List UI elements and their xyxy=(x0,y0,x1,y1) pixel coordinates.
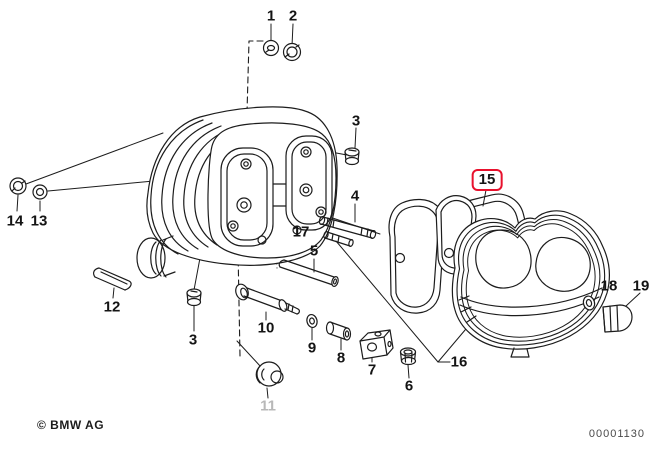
part-sleeve-12 xyxy=(93,267,132,291)
part-sleeve-8 xyxy=(325,321,352,341)
part-label-16[interactable]: 16 xyxy=(450,353,468,371)
part-label-13[interactable]: 13 xyxy=(30,212,48,230)
part-washer-9 xyxy=(306,313,318,329)
sheet-number: 00001130 xyxy=(588,428,645,440)
part-label-7[interactable]: 7 xyxy=(367,361,377,379)
part-cylinder-head xyxy=(136,106,338,279)
part-label-15[interactable]: 15 xyxy=(471,169,503,191)
part-label-1[interactable]: 1 xyxy=(266,7,276,25)
part-cap-nut-11 xyxy=(255,361,284,387)
part-nut-14 xyxy=(9,177,27,195)
part-cylinder-head-cover xyxy=(451,210,610,358)
part-tube-5 xyxy=(278,259,339,287)
part-label-5[interactable]: 5 xyxy=(309,242,319,260)
copyright-text: © BMW AG xyxy=(37,418,105,432)
part-block-nut-7 xyxy=(359,329,394,360)
part-washer-1 xyxy=(262,39,280,57)
part-stud-17 xyxy=(323,230,354,248)
part-label-2[interactable]: 2 xyxy=(288,7,298,25)
part-nut-3-lower xyxy=(186,288,202,307)
part-stud-4 xyxy=(318,215,377,240)
part-cap-nut-19 xyxy=(602,304,633,333)
part-cover-gasket xyxy=(388,195,477,314)
part-washer-13 xyxy=(32,184,48,200)
part-label-18[interactable]: 18 xyxy=(600,277,618,295)
part-label-3[interactable]: 3 xyxy=(188,331,198,349)
part-label-10[interactable]: 10 xyxy=(257,319,275,337)
part-bolt-10 xyxy=(235,283,300,315)
part-label-12[interactable]: 12 xyxy=(103,298,121,316)
part-nut-2 xyxy=(282,42,302,62)
part-label-8[interactable]: 8 xyxy=(336,349,346,367)
part-label-4[interactable]: 4 xyxy=(350,187,360,205)
part-nut-6 xyxy=(399,347,417,366)
part-nut-3-upper xyxy=(344,147,360,166)
part-label-9[interactable]: 9 xyxy=(307,339,317,357)
part-washer-18 xyxy=(582,295,596,311)
part-label-3[interactable]: 3 xyxy=(351,112,361,130)
part-label-14[interactable]: 14 xyxy=(6,212,24,230)
part-label-19[interactable]: 19 xyxy=(632,277,650,295)
part-label-6[interactable]: 6 xyxy=(404,377,414,395)
part-label-11[interactable]: 11 xyxy=(260,397,276,415)
part-label-17[interactable]: 17 xyxy=(292,223,310,241)
